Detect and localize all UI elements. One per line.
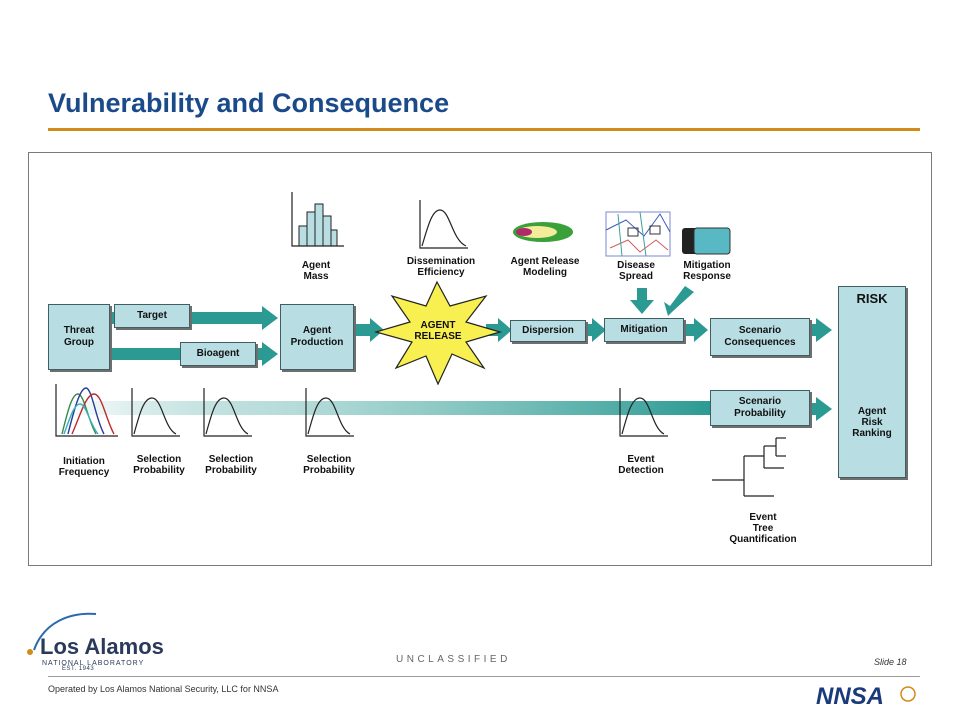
initiation-frequency-chart [55, 384, 118, 437]
nnsa-atom-icon [900, 686, 916, 702]
arrow-dispersion-mitigation [586, 318, 606, 342]
event-detection-chart [619, 388, 668, 437]
arrow-mitigation-consequences [684, 318, 708, 342]
agent-release-modeling-label: Agent Release Modeling [510, 256, 580, 278]
arrow-frequency-probability [60, 401, 714, 415]
agent-mass-chart [291, 192, 344, 247]
slide-number: Slide 18 [874, 657, 907, 667]
disease-spread-icon [605, 211, 671, 257]
initiation-frequency-label: Initiation Frequency [58, 456, 110, 478]
los-alamos-logo: Los Alamos NATIONAL LABORATORY [27, 612, 164, 667]
selection-probability-chart-2 [203, 388, 252, 437]
agent-release-burst [373, 280, 503, 386]
selection-probability-label-3: Selection Probability [303, 454, 355, 476]
selection-probability-chart-1 [131, 388, 180, 437]
logo-main-text: Los Alamos [40, 634, 164, 659]
classification-label: UNCLASSIFIED [396, 654, 511, 665]
arrow-production-release [352, 318, 384, 342]
dispersion-box: Dispersion [510, 320, 586, 342]
mitigation-response-label: Mitigation Response [683, 260, 731, 282]
agent-mass-label: Agent Mass [301, 260, 331, 282]
operated-by-text: Operated by Los Alamos National Security… [48, 684, 279, 694]
logo-est: EST. 1943 [62, 666, 95, 672]
arrow-disease-mitigation [630, 288, 654, 314]
scenario-probability-box: Scenario Probability [710, 390, 810, 426]
selection-probability-label-2: Selection Probability [205, 454, 257, 476]
scenario-consequences-box: Scenario Consequences [710, 318, 810, 356]
event-tree-quantification-label: Event Tree Quantification [729, 512, 797, 545]
bioagent-box: Bioagent [180, 342, 256, 366]
risk-title: RISK [856, 291, 888, 306]
logo-sub-text: NATIONAL LABORATORY [42, 660, 144, 667]
arrow-probability-risk [810, 397, 832, 421]
target-box: Target [114, 304, 190, 328]
footer-rule [48, 676, 920, 677]
selection-probability-label-1: Selection Probability [133, 454, 185, 476]
selection-probability-chart-3 [305, 388, 354, 437]
page-title: Vulnerability and Consequence [48, 88, 450, 118]
diagram-frame [28, 152, 932, 566]
disease-spread-label: Disease Spread [617, 260, 655, 282]
mitigation-box: Mitigation [604, 318, 684, 342]
dissemination-efficiency-label: Dissemination Efficiency [406, 256, 476, 278]
nnsa-logo-text: NNSA [816, 683, 884, 710]
agent-risk-ranking-label: Agent Risk Ranking [852, 406, 892, 439]
arrow-response-mitigation [664, 286, 694, 316]
logo-swoosh-icon [33, 612, 97, 651]
mitigation-response-icon [682, 227, 731, 255]
logo-dot-icon [27, 649, 33, 655]
nnsa-logo: NNSA [816, 683, 916, 710]
agent-production-box: Agent Production [280, 304, 354, 370]
event-tree-icon [712, 437, 786, 497]
agent-release-modeling-icon [513, 222, 573, 242]
threat-group-box: Threat Group [48, 304, 110, 370]
arrow-consequences-risk [810, 318, 832, 342]
dissemination-curve-chart [419, 200, 468, 249]
risk-panel [838, 286, 906, 478]
agent-release-label: AGENT RELEASE [414, 320, 462, 342]
event-detection-label: Event Detection [618, 454, 664, 476]
title-rule [48, 128, 920, 131]
